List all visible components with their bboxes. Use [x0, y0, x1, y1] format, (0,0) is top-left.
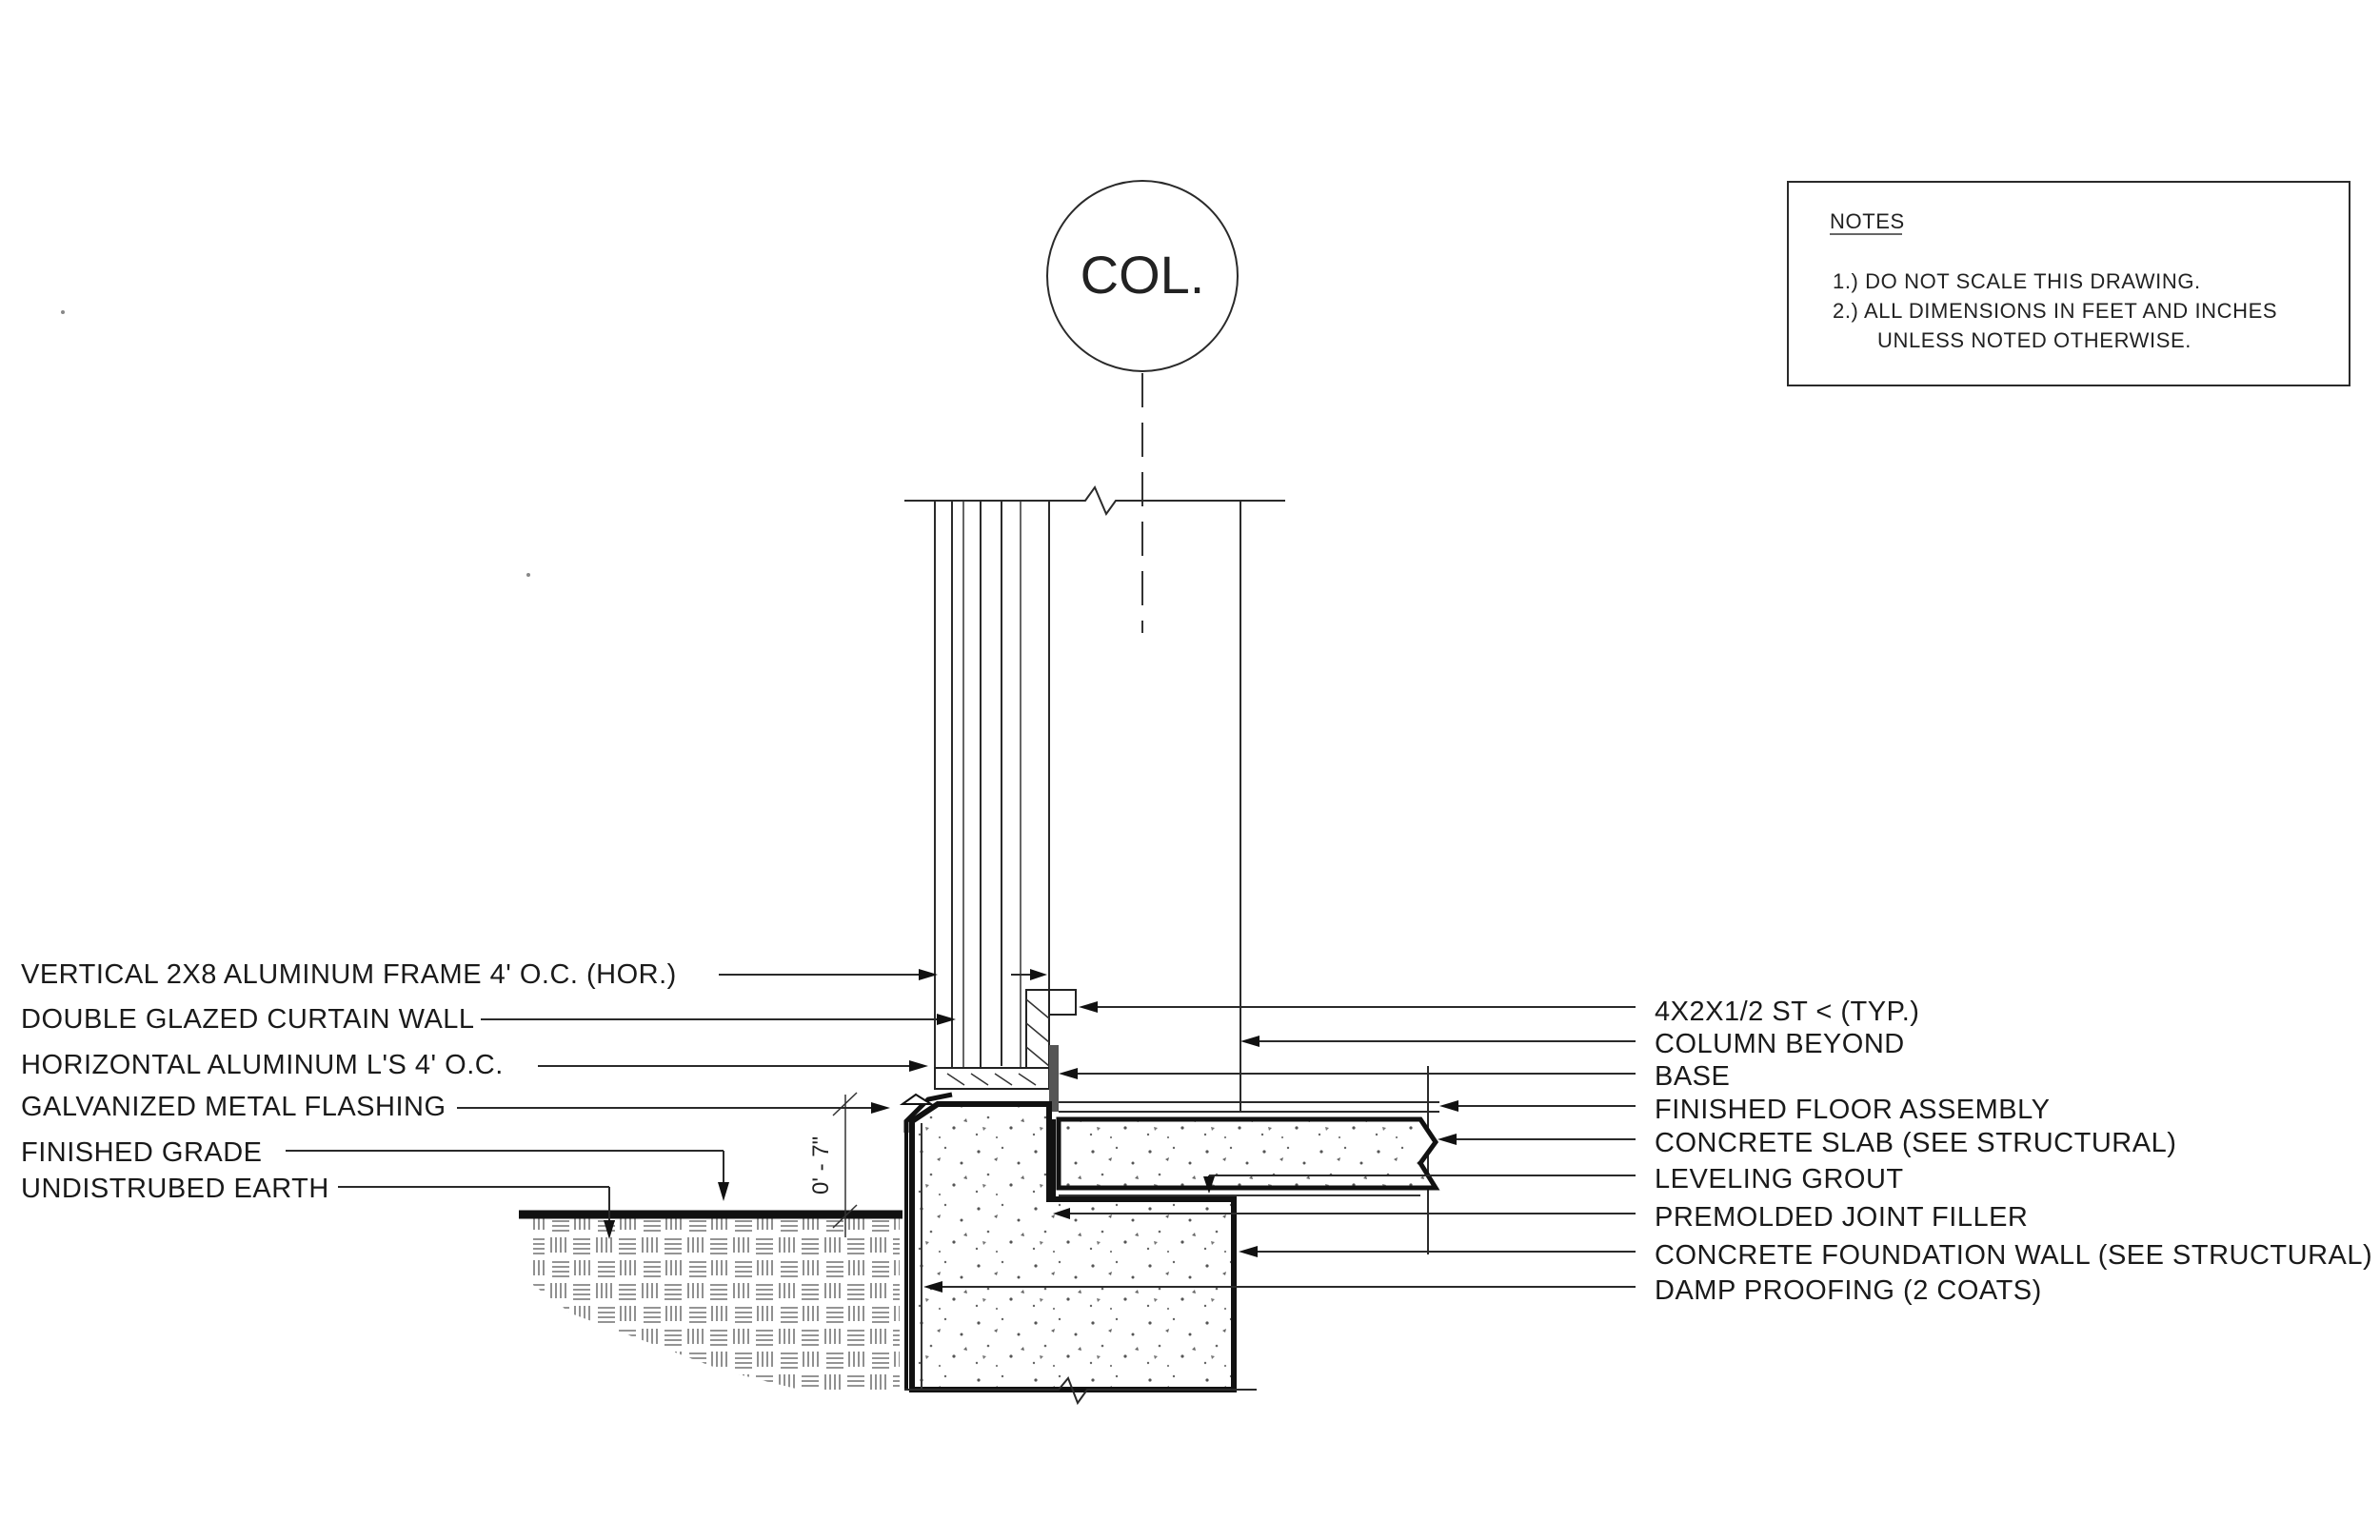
column-tag: COL.: [1046, 180, 1239, 372]
scan-speck: [526, 573, 530, 577]
label-concrete-slab: CONCRETE SLAB (SEE STRUCTURAL): [1655, 1128, 2176, 1158]
left-leaders: [286, 969, 1047, 1239]
label-leveling-grout: LEVELING GROUT: [1655, 1164, 1904, 1194]
concrete-slab: [1056, 1116, 1440, 1191]
label-steel-angle: 4X2X1/2 ST < (TYP.): [1655, 997, 1919, 1027]
curtain-wall-frame: [934, 501, 1050, 1085]
notes-line-2: 2.) ALL DIMENSIONS IN FEET AND INCHES: [1833, 299, 2277, 323]
label-undisturbed-earth: UNDISTRUBED EARTH: [21, 1174, 329, 1204]
label-foundation-wall: CONCRETE FOUNDATION WALL (SEE STRUCTURAL…: [1655, 1240, 2372, 1271]
steel-angle-detail: [934, 989, 1077, 1112]
bottom-break-line: [904, 1376, 1257, 1406]
dimension-text: 0' - 7": [808, 1136, 834, 1194]
label-finished-floor: FINISHED FLOOR ASSEMBLY: [1655, 1095, 2050, 1125]
label-joint-filler: PREMOLDED JOINT FILLER: [1655, 1202, 2028, 1233]
notes-line-1: 1.) DO NOT SCALE THIS DRAWING.: [1833, 269, 2201, 293]
label-damp-proofing: DAMP PROOFING (2 COATS): [1655, 1275, 2042, 1306]
label-vertical-frame: VERTICAL 2X8 ALUMINUM FRAME 4' O.C. (HOR…: [21, 959, 677, 990]
label-metal-flashing: GALVANIZED METAL FLASHING: [21, 1092, 446, 1122]
right-leaders: [923, 1001, 1636, 1293]
notes-heading: NOTES: [1830, 209, 1905, 233]
column-tag-text: COL.: [1081, 245, 1205, 305]
notes-line-3: UNLESS NOTED OTHERWISE.: [1877, 328, 2192, 352]
left-labels: VERTICAL 2X8 ALUMINUM FRAME 4' O.C. (HOR…: [21, 959, 677, 1204]
label-finished-grade: FINISHED GRADE: [21, 1137, 263, 1168]
notes-box: NOTES 1.) DO NOT SCALE THIS DRAWING. 2.)…: [1787, 181, 2350, 386]
dimension-grade-to-floor: 0' - 7": [808, 1092, 858, 1237]
label-curtain-wall: DOUBLE GLAZED CURTAIN WALL: [21, 1004, 475, 1035]
top-break-line: [904, 484, 1285, 517]
right-labels: 4X2X1/2 ST < (TYP.) COLUMN BEYOND BASE F…: [1655, 997, 2372, 1306]
label-column-beyond: COLUMN BEYOND: [1655, 1029, 1905, 1059]
finished-floor-assembly: [1059, 1066, 1439, 1254]
undisturbed-earth: [533, 1218, 900, 1390]
flashing-drip: [899, 1093, 935, 1105]
label-horizontal-ls: HORIZONTAL ALUMINUM L'S 4' O.C.: [21, 1050, 504, 1080]
metal-flashing: [903, 1092, 953, 1133]
scan-speck: [61, 310, 65, 314]
label-base: BASE: [1655, 1061, 1730, 1092]
